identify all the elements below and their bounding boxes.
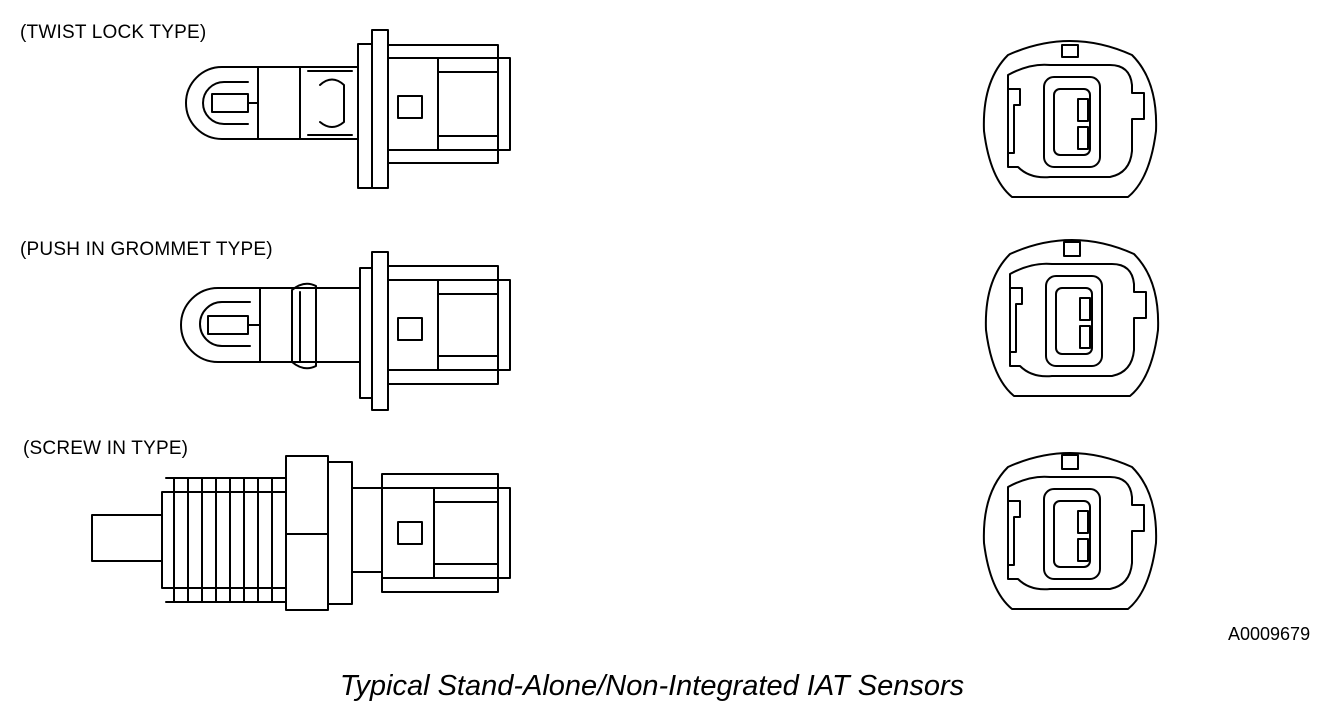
push-in-grommet-sensor-side-view <box>181 252 510 410</box>
figure-caption: Typical Stand-Alone/Non-Integrated IAT S… <box>339 670 965 702</box>
connector-end-view-screw-in <box>984 453 1156 609</box>
screw-in-sensor-side-view <box>92 456 510 610</box>
push-in-grommet-type-label: (PUSH IN GROMMET TYPE) <box>20 239 273 260</box>
figure-id: A0009679 <box>1228 624 1311 644</box>
connector-end-view-twist-lock <box>984 41 1156 197</box>
twist-lock-type-label: (TWIST LOCK TYPE) <box>20 22 207 43</box>
screw-in-type-label: (SCREW IN TYPE) <box>23 438 189 459</box>
connector-end-view-push-in-grommet <box>986 240 1158 396</box>
twist-lock-sensor-side-view <box>186 30 510 188</box>
